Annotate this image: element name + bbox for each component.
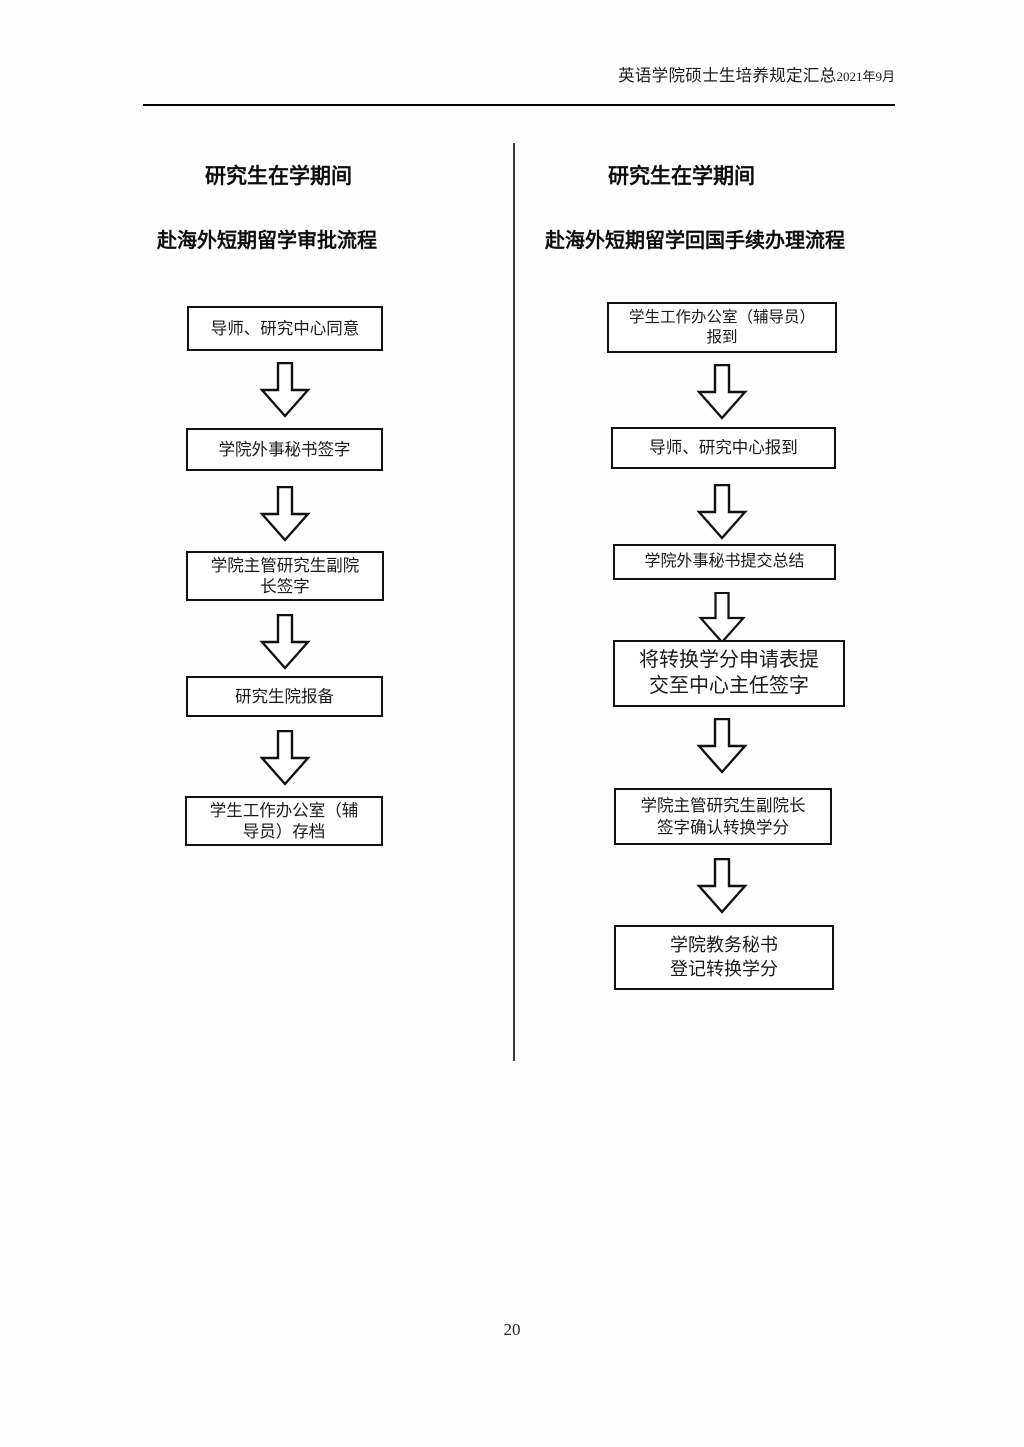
right-flow-step-4: 将转换学分申请表提交至中心主任签字 — [613, 640, 845, 707]
left-flow-step-5-label: 学生工作办公室（辅导员）存档 — [209, 800, 359, 841]
left-flow-step-5: 学生工作办公室（辅导员）存档 — [185, 796, 383, 846]
header-title: 英语学院硕士生培养规定汇总 — [618, 66, 837, 85]
left-flow-step-3-label: 学院主管研究生副院长签字 — [210, 555, 360, 596]
down-block-arrow-icon — [259, 730, 311, 786]
right-flow-step-5-label: 学院主管研究生副院长签字确认转换学分 — [640, 796, 806, 837]
left-flow-title-line1: 研究生在学期间 — [205, 164, 352, 188]
down-block-arrow-icon — [696, 364, 748, 420]
down-block-arrow-icon — [259, 614, 311, 670]
down-block-arrow-icon — [696, 592, 748, 644]
left-flow-title-line2: 赴海外短期留学审批流程 — [157, 230, 377, 252]
right-flow-step-3: 学院外事秘书提交总结 — [613, 544, 836, 580]
page-number: 20 — [503, 1320, 521, 1339]
header-rule — [143, 104, 895, 106]
right-flow-step-2-label: 导师、研究中心报到 — [649, 438, 798, 458]
header-date: 2021年9月 — [836, 69, 895, 84]
left-flow-step-1-label: 导师、研究中心同意 — [210, 318, 360, 338]
right-flow-step-6: 学院教务秘书登记转换学分 — [614, 925, 834, 990]
page-header: 英语学院硕士生培养规定汇总2021年9月 — [143, 62, 895, 86]
down-block-arrow-icon — [259, 486, 311, 542]
column-divider — [513, 143, 515, 1061]
left-flow-step-4-label: 研究生院报备 — [235, 686, 334, 706]
down-block-arrow-icon — [696, 718, 748, 774]
right-flow-step-3-label: 学院外事秘书提交总结 — [644, 552, 805, 570]
right-flow-step-6-label: 学院教务秘书登记转换学分 — [670, 935, 778, 979]
right-flow-step-1: 学生工作办公室（辅导员）报到 — [607, 302, 837, 353]
left-flow-step-2: 学院外事秘书签字 — [186, 428, 383, 471]
right-flow-title-line1: 研究生在学期间 — [608, 164, 755, 188]
right-flow-step-1-label: 学生工作办公室（辅导员）报到 — [628, 308, 815, 346]
left-flow-step-1: 导师、研究中心同意 — [187, 306, 383, 351]
right-flow-step-2: 导师、研究中心报到 — [611, 427, 836, 469]
down-block-arrow-icon — [696, 858, 748, 914]
left-flow-step-4: 研究生院报备 — [186, 676, 383, 717]
right-flow-step-4-label: 将转换学分申请表提交至中心主任签字 — [639, 648, 819, 697]
right-flow-title-line2: 赴海外短期留学回国手续办理流程 — [545, 230, 845, 252]
left-flow-step-3: 学院主管研究生副院长签字 — [186, 551, 384, 601]
right-flow-step-5: 学院主管研究生副院长签字确认转换学分 — [614, 788, 832, 845]
left-flow-step-2-label: 学院外事秘书签字 — [218, 439, 351, 459]
down-block-arrow-icon — [259, 362, 311, 418]
down-block-arrow-icon — [696, 484, 748, 540]
